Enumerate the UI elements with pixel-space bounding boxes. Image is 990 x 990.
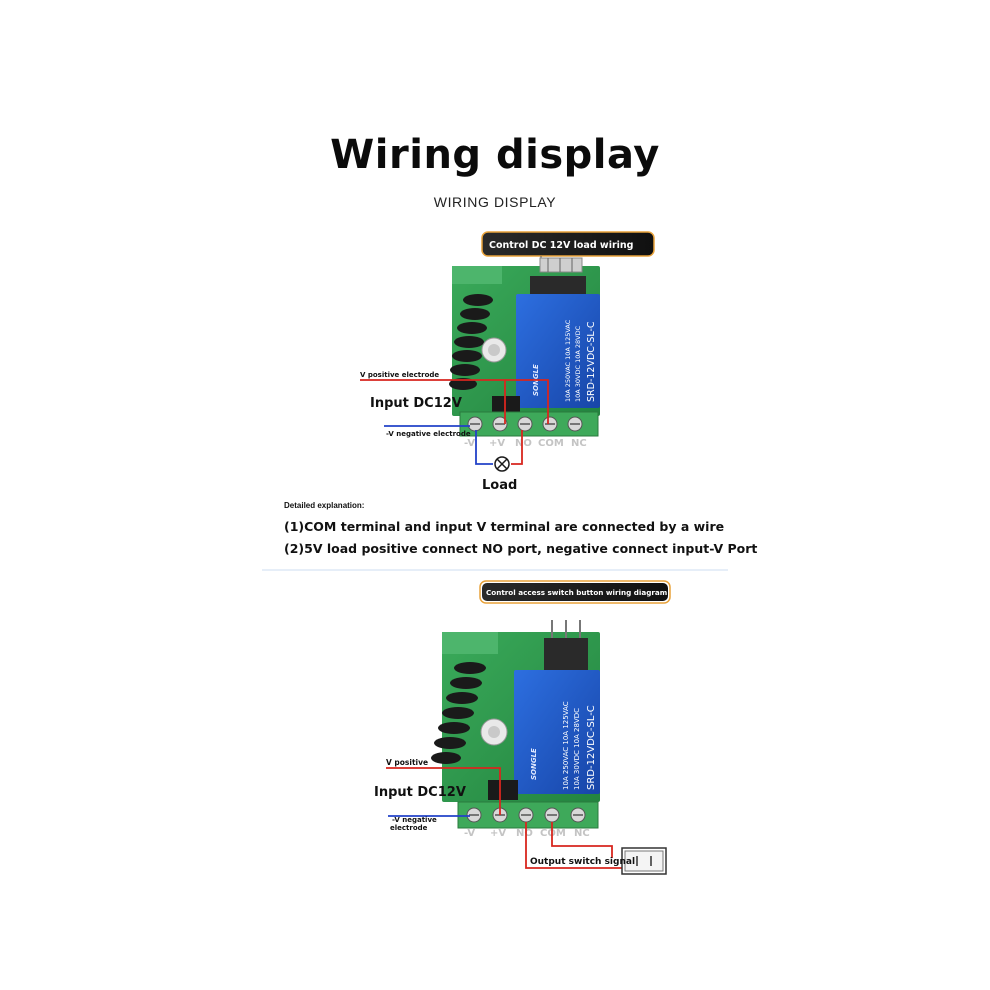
terminal-block-1: -V +V NO COM NC <box>459 411 599 449</box>
terminal-label-positive: +V <box>489 438 505 449</box>
relay-rating-2-2: 10A 30VDC 10A 28VDC <box>573 708 581 790</box>
relay-model: SRD-12VDC-SL-C <box>586 321 597 402</box>
wires-1 <box>360 379 549 465</box>
pcb-board-1: SONGLE 10A 250VAC 10A 125VAC 10A 30VDC 1… <box>449 257 600 416</box>
antenna-coil-icon <box>449 294 493 390</box>
page-subtitle: WIRING DISPLAY <box>433 194 557 210</box>
terminal-label-no-2: NO <box>516 828 533 839</box>
input-label-2: Input DC12V <box>374 785 466 800</box>
page-title: Wiring display <box>330 132 660 178</box>
banner-2-text: Control access switch button wiring diag… <box>486 588 667 597</box>
terminal-label-no: NO <box>515 438 532 449</box>
terminal-label-com-2: COM <box>540 828 566 839</box>
relay-module-1: SONGLE 10A 250VAC 10A 125VAC 10A 30VDC 1… <box>516 294 600 408</box>
banner-2: Control access switch button wiring diag… <box>479 580 671 604</box>
terminal-label-nc-2: NC <box>574 828 590 839</box>
antenna-coil-icon-2 <box>431 662 486 764</box>
v-positive-label-2: V positive <box>386 758 428 767</box>
v-negative-label-2a: -V negative <box>392 816 437 824</box>
explanation-line-1: (1)COM terminal and input V terminal are… <box>284 519 725 534</box>
output-switch-label: Output switch signal <box>530 857 635 867</box>
terminal-label-positive-2: +V <box>490 828 506 839</box>
banner-1-text: Control DC 12V load wiring <box>489 240 633 251</box>
terminal-label-com: COM <box>538 438 564 449</box>
explanation-line-2: (2)5V load positive connect NO port, neg… <box>284 541 758 556</box>
v-negative-label-1: -V negative electrode <box>386 430 471 438</box>
load-label: Load <box>482 478 517 493</box>
relay-rating-1-2: 10A 250VAC 10A 125VAC <box>562 701 570 790</box>
output-switch-icon <box>621 847 667 875</box>
relay-module-2: SONGLE 10A 250VAC 10A 125VAC 10A 30VDC 1… <box>514 670 600 794</box>
explanation-heading: Detailed explanation: <box>284 501 365 510</box>
diagram-1: Control DC 12V load wiring <box>360 231 655 493</box>
terminal-label-nc: NC <box>571 438 587 449</box>
relay-model-2: SRD-12VDC-SL-C <box>586 705 597 790</box>
terminal-label-negative: -V <box>464 438 475 449</box>
diagram-2: Control access switch button wiring diag… <box>374 580 671 875</box>
wires-2 <box>386 767 622 869</box>
v-negative-label-2b: electrode <box>390 824 428 832</box>
v-positive-label-1: V positive electrode <box>360 371 439 379</box>
load-lamp-icon <box>494 456 510 472</box>
input-label-1: Input DC12V <box>370 396 462 411</box>
relay-rating-2: 10A 30VDC 10A 28VDC <box>574 325 582 402</box>
relay-rating-1: 10A 250VAC 10A 125VAC <box>564 319 572 402</box>
relay-brand-2: SONGLE <box>530 748 538 780</box>
terminal-block-2: -V +V NO COM NC <box>457 801 599 839</box>
pcb-board-2: SONGLE 10A 250VAC 10A 125VAC 10A 30VDC 1… <box>431 620 600 802</box>
terminal-label-negative-2: -V <box>464 828 475 839</box>
banner-1: Control DC 12V load wiring <box>481 231 655 257</box>
